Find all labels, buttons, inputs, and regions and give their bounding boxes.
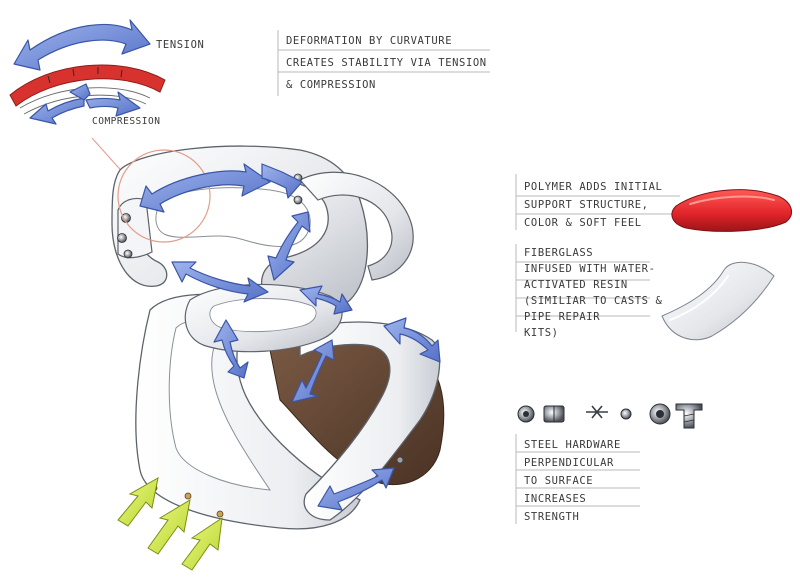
compression-arrow-center — [69, 83, 91, 101]
tension-arrow — [13, 19, 151, 71]
force-arrow-icon — [383, 317, 441, 363]
nut-hole — [656, 410, 664, 418]
chair-sketch — [111, 145, 445, 530]
force-arrow-icon — [299, 285, 353, 315]
polymer-note: POLYMER ADDS INITIAL SUPPORT STRUCTURE, … — [515, 174, 793, 232]
steel-line-1: STEEL HARDWARE — [524, 439, 621, 451]
force-arrow-icon — [213, 319, 249, 379]
screw-icon — [675, 403, 703, 429]
fiberglass-note: FIBERGLASS INFUSED WITH WATER- ACTIVATED… — [515, 244, 775, 341]
compression-label: COMPRESSION — [92, 116, 160, 127]
fiberglass-swatch — [661, 261, 775, 341]
bolt-icon — [293, 195, 303, 205]
red-band — [9, 64, 166, 107]
band-ticks — [47, 67, 123, 84]
steel-hardware-icons — [517, 403, 703, 429]
force-arrow-icon — [171, 261, 269, 303]
polymer-line-2: SUPPORT STRUCTURE, — [524, 199, 649, 211]
steel-line-3: TO SURFACE — [524, 475, 593, 487]
tension-compression-diagram: TENSION COMPRESSION — [9, 19, 204, 127]
chair-seat-opening — [209, 298, 317, 333]
load-arrow-icon — [117, 477, 159, 527]
rivet-head-icon — [620, 408, 632, 420]
fiberglass-line-5: PIPE REPAIR — [524, 311, 600, 323]
compression-arrow-right — [85, 91, 141, 117]
force-arrows — [139, 163, 441, 511]
load-arrow-icon — [147, 498, 191, 555]
polymer-line-1: POLYMER ADDS INITIAL — [524, 181, 662, 193]
force-arrow-icon — [317, 467, 395, 511]
polymer-highlight — [689, 195, 775, 205]
force-arrow-icon — [139, 163, 271, 213]
fiberglass-line-4: (SIMILIAR TO CASTS & — [524, 295, 663, 307]
tension-label: TENSION — [156, 39, 204, 51]
chair-right-loop — [299, 171, 414, 281]
deformation-line-2: CREATES STABILITY VIA TENSION — [286, 57, 487, 69]
deformation-line-3: & COMPRESSION — [286, 79, 376, 91]
load-arrows — [117, 477, 223, 571]
steel-line-2: PERPENDICULAR — [524, 457, 614, 469]
fiberglass-line-3: ACTIVATED RESIN — [524, 279, 628, 291]
bolt-icon — [216, 510, 224, 518]
callout-circle — [117, 149, 211, 243]
steel-line-4: INCREASES — [524, 493, 586, 505]
polymer-line-3: COLOR & SOFT FEEL — [524, 217, 642, 229]
compression-arrow-left — [29, 97, 85, 125]
force-arrow-icon — [261, 163, 303, 199]
bolt-icon — [184, 492, 192, 500]
chair-right-band — [299, 321, 441, 521]
fiberglass-highlight — [669, 275, 729, 321]
bolt-icon — [123, 249, 133, 259]
deformation-note: DEFORMATION BY CURVATURE CREATES STABILI… — [277, 30, 490, 96]
bolt-icon — [117, 233, 127, 243]
rivet-icon — [586, 405, 608, 419]
fiberglass-line-2: INFUSED WITH WATER- — [524, 263, 656, 275]
steel-line-5: STRENGTH — [524, 511, 579, 523]
bolt-icon — [396, 456, 404, 464]
deformation-line-1: DEFORMATION BY CURVATURE — [286, 35, 452, 47]
washer-hole — [523, 411, 529, 417]
fiberglass-line-1: FIBERGLASS — [524, 247, 593, 259]
fiberglass-line-6: KITS) — [524, 327, 559, 339]
steel-note: STEEL HARDWARE PERPENDICULAR TO SURFACE … — [515, 434, 640, 524]
load-arrow-icon — [181, 516, 223, 571]
force-arrow-icon — [291, 339, 335, 403]
force-arrow-icon — [267, 211, 311, 281]
